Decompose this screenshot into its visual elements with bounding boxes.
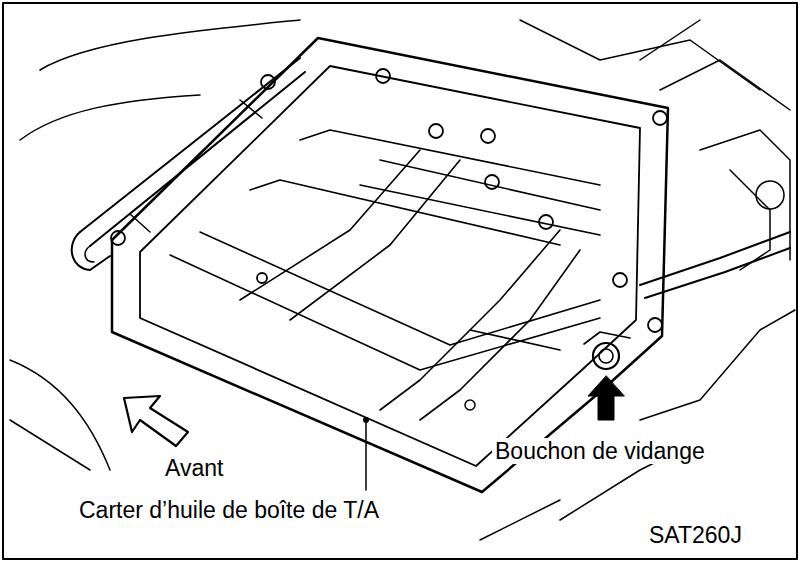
direction-label: Avant bbox=[162, 455, 226, 481]
part-label: Carter d’huile de boîte de T/A bbox=[76, 497, 382, 523]
part-label: Bouchon de vidange bbox=[492, 438, 708, 464]
figure-code: SAT260J bbox=[646, 522, 745, 548]
